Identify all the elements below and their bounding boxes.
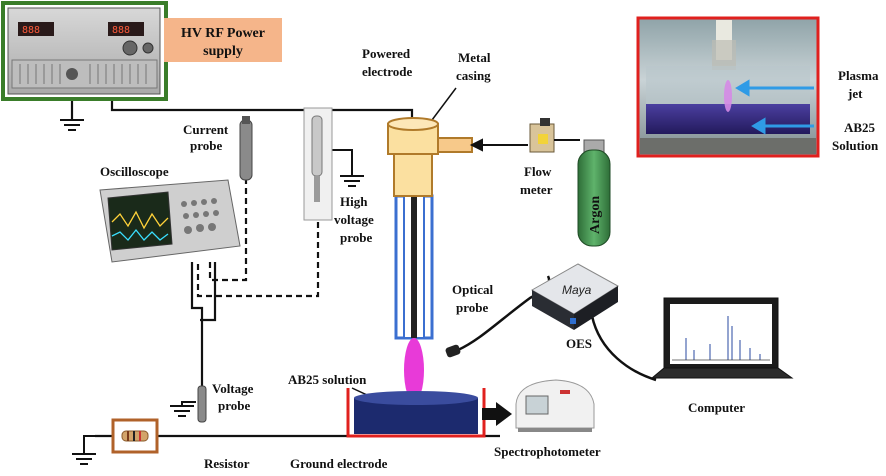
oes-label: OES: [566, 336, 592, 351]
hv-probe-label-line3: probe: [340, 230, 372, 245]
svg-text:888: 888: [22, 25, 40, 36]
maya-logo-text: Maya: [562, 283, 592, 297]
plasma-jet-label-line2: jet: [847, 86, 863, 101]
inset-arrows: [735, 79, 814, 135]
current-probe-label-line1: Current: [183, 122, 229, 137]
ab25-solution-label: AB25 solution: [288, 372, 367, 387]
metal-casing-label-line2: casing: [456, 68, 491, 83]
oes-spectrometer: Maya: [530, 263, 619, 330]
ground-symbol-resistor: [72, 435, 96, 465]
flow-meter-label-line1: Flow: [524, 164, 552, 179]
ground-electrode-label: Ground electrode: [290, 456, 388, 471]
arrow-to-spectrophotometer: [482, 402, 512, 426]
oscilloscope-label: Oscilloscope: [100, 164, 169, 179]
spectrophotometer: [515, 379, 595, 432]
spectrophotometer-label: Spectrophotometer: [494, 444, 601, 459]
computer-label: Computer: [688, 400, 745, 415]
voltage-probe: [197, 385, 207, 423]
resistor: [111, 418, 159, 454]
electrode-assembly: [387, 117, 473, 402]
argon-cylinder: Argon: [577, 139, 611, 247]
ab25-inset-label-line1: AB25: [844, 120, 876, 135]
plasma-jet-label-line1: Plasma: [838, 68, 879, 83]
ground-symbol-voltage-probe: [170, 401, 196, 417]
hv-supply-label-box: HV RF Power supply: [164, 18, 282, 62]
ground-symbol-supply: [60, 119, 84, 131]
current-probe-label-line2: probe: [190, 138, 222, 153]
argon-label: Argon: [588, 196, 603, 234]
flow-meter: [529, 118, 580, 153]
resistor-label: Resistor: [204, 456, 250, 471]
metal-casing-label-line1: Metal: [458, 50, 491, 65]
powered-electrode-label-line2: electrode: [362, 64, 413, 79]
laptop-computer: [650, 297, 794, 379]
hv-supply-label-line1: HV RF Power: [181, 26, 265, 41]
optical-probe-label-line2: probe: [456, 300, 488, 315]
hv-supply-label-line2: supply: [203, 44, 243, 59]
voltage-probe-label-line1: Voltage: [212, 381, 254, 396]
metal-casing-pointer: [431, 87, 457, 121]
hv-probe-label-line1: High: [340, 194, 368, 209]
ground-symbol-hv-probe: [330, 149, 364, 187]
flow-meter-label-line2: meter: [520, 182, 553, 197]
oscilloscope: [99, 179, 241, 263]
high-voltage-probe: [303, 107, 333, 221]
voltage-probe-label-line2: probe: [218, 398, 250, 413]
gas-line: [469, 138, 528, 152]
optical-probe-label-line1: Optical: [452, 282, 494, 297]
powered-electrode-label-line1: Powered: [362, 46, 411, 61]
current-probe: [239, 116, 253, 181]
hv-rf-power-supply: 888 888: [1, 1, 168, 101]
svg-text:888: 888: [112, 25, 130, 36]
hv-probe-label-line2: voltage: [334, 212, 374, 227]
solution-dish: [346, 388, 486, 438]
optical-probe-head: [445, 344, 461, 358]
ab25-inset-label-line2: Solution: [832, 138, 879, 153]
